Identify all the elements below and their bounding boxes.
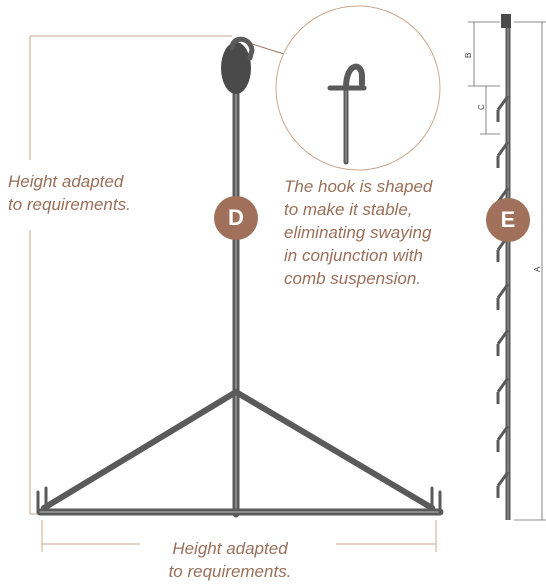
caption-line: to requirements. [168, 562, 292, 581]
dimension-label-b: B [464, 53, 473, 58]
dimension-label-a: A [533, 266, 542, 272]
caption-line: The hook is shaped [284, 177, 433, 196]
height-caption-left: Height adapted to requirements. [8, 170, 131, 216]
dimension-lines-e [468, 21, 546, 521]
height-caption-bottom: Height adapted to requirements. [150, 537, 310, 583]
caption-line: comb suspension. [284, 269, 422, 288]
caption-line: Height adapted [8, 172, 124, 191]
dimension-label-c: C [477, 104, 486, 110]
frame-d [36, 58, 444, 518]
frame-e-side-view [496, 14, 511, 520]
hook-top-icon [221, 36, 255, 94]
hook-caption: The hook is shaped to make it stable, el… [284, 175, 432, 290]
caption-line: to make it stable, [284, 200, 413, 219]
badge-d: D [214, 196, 258, 240]
caption-line: to requirements. [8, 195, 131, 214]
caption-line: Height adapted [172, 539, 288, 558]
caption-line: in conjunction with [284, 246, 423, 265]
hook-zoom-detail [275, 5, 441, 171]
callout-leader [251, 43, 285, 55]
caption-line: eliminating swaying [284, 223, 432, 242]
badge-e: E [486, 198, 530, 242]
